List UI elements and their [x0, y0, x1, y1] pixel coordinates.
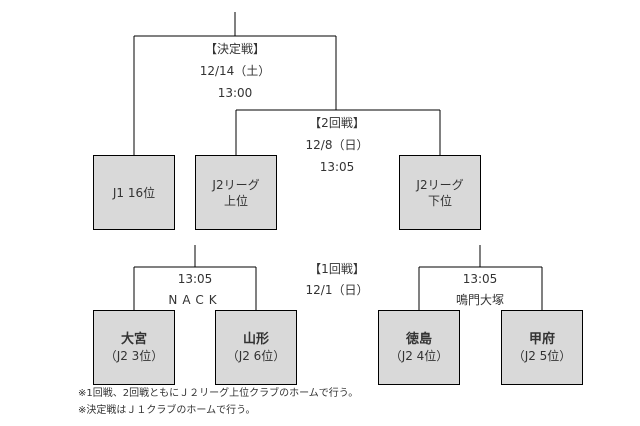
final-date: 12/14（土） — [199, 64, 271, 78]
team-omiya-name: 大宮 — [120, 331, 147, 347]
team-kofu-rank: （J2 5位） — [512, 348, 572, 363]
team-box-omiya: 大宮 （J2 3位） — [93, 310, 175, 385]
team-yamagata-rank: （J2 6位） — [226, 348, 286, 363]
team-box-j2-upper: J2リーグ 上位 — [195, 155, 277, 230]
team-j2-lower-line2: 下位 — [427, 193, 452, 208]
final-time: 13:00 — [217, 86, 253, 100]
team-omiya-rank: （J2 3位） — [104, 348, 164, 363]
team-box-yamagata: 山形 （J2 6位） — [215, 310, 297, 385]
team-j1-label: J1 16位 — [112, 185, 156, 200]
round1-title: 【1回戦】 — [309, 262, 365, 276]
team-box-j2-lower: J2リーグ 下位 — [399, 155, 481, 230]
r1-left-time: 13:05 — [177, 272, 213, 286]
round2-title: 【2回戦】 — [309, 116, 365, 130]
r1-left-venue: NACK — [168, 293, 222, 307]
r1-right-time: 13:05 — [462, 272, 498, 286]
round1-date: 12/1（日） — [305, 283, 369, 297]
note-rounds: ※1回戦、2回戦ともにＪ２リーグ上位クラブのホームで行う。 — [78, 388, 359, 399]
team-j2-lower-line1: J2リーグ — [416, 177, 464, 192]
team-j2-upper-line1: J2リーグ — [212, 177, 260, 192]
team-box-tokushima: 徳島 （J2 4位） — [378, 310, 460, 385]
note-final: ※決定戦はＪ１クラブのホームで行う。 — [78, 405, 256, 416]
final-title: 【決定戦】 — [204, 42, 266, 56]
team-tokushima-name: 徳島 — [405, 331, 432, 347]
team-j2-upper-line2: 上位 — [223, 193, 248, 208]
round2-date: 12/8（日） — [305, 138, 369, 152]
team-yamagata-name: 山形 — [242, 331, 269, 347]
team-tokushima-rank: （J2 4位） — [389, 348, 449, 363]
round2-time: 13:05 — [319, 160, 355, 174]
team-box-j1: J1 16位 — [93, 155, 175, 230]
team-box-kofu: 甲府 （J2 5位） — [501, 310, 583, 385]
team-kofu-name: 甲府 — [528, 331, 555, 347]
r1-right-venue: 鳴門大塚 — [455, 293, 505, 307]
